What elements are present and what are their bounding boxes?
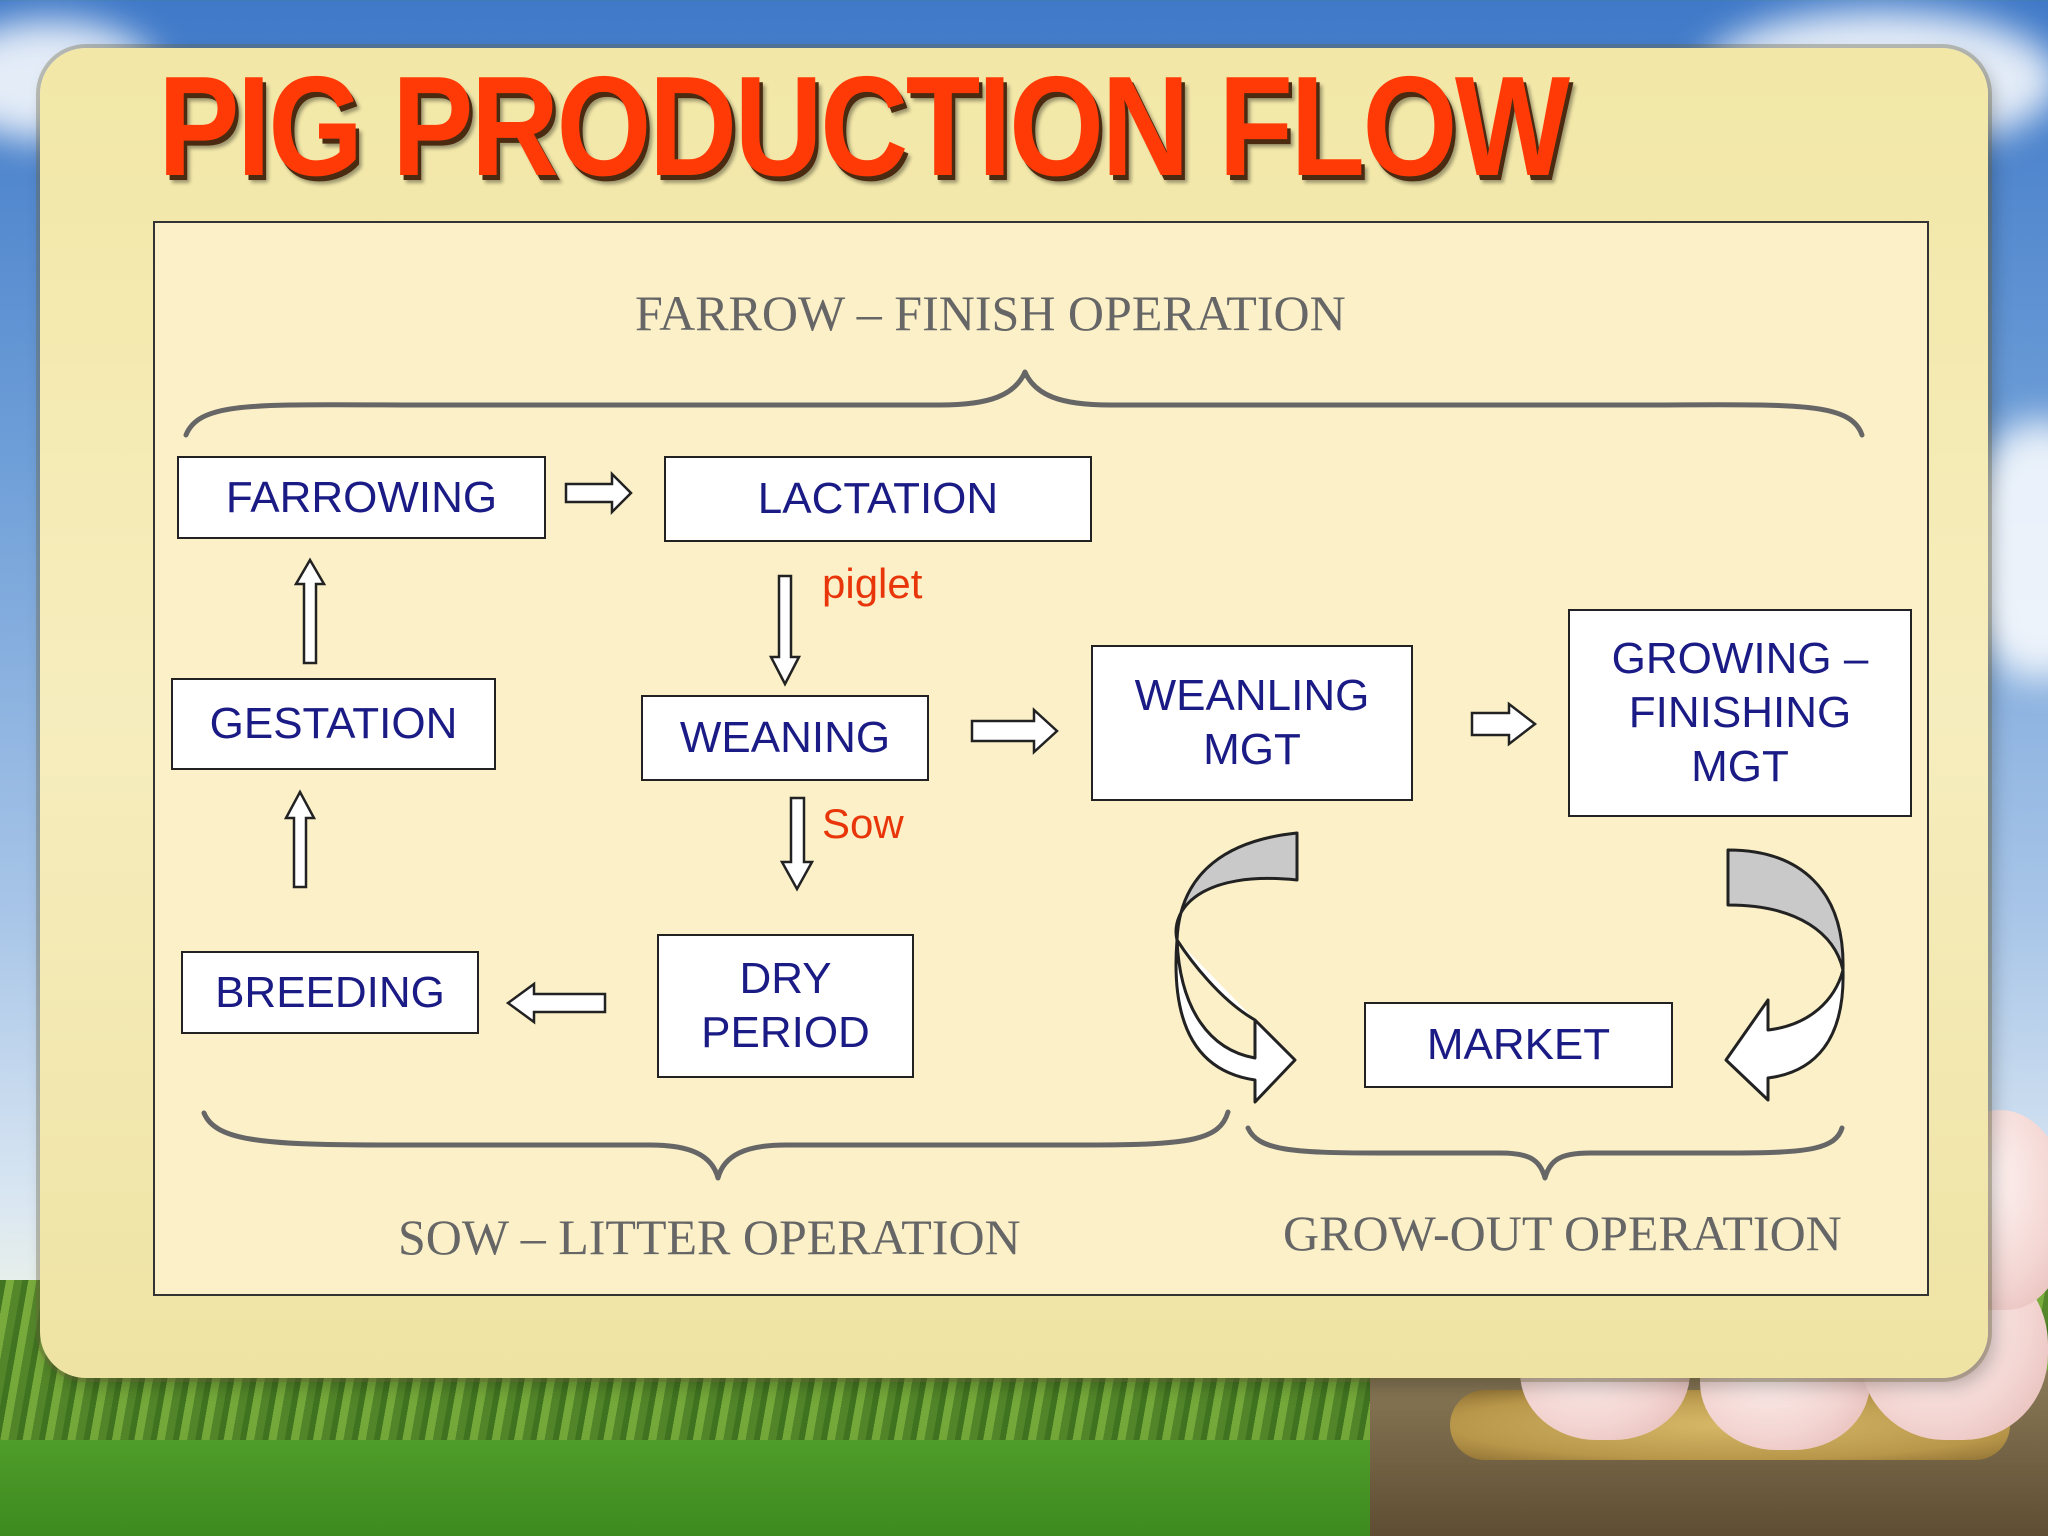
curved-arrow-growing-to-market-back: [1726, 848, 1845, 972]
arrow-dry-to-breeding: [505, 981, 607, 1025]
stage-growing-finishing-mgt: GROWING – FINISHING MGT: [1568, 609, 1912, 817]
curved-arrow-weanling-to-market: [1174, 938, 1297, 1104]
arrow-gestation-to-farrowing: [293, 557, 327, 665]
edge-label-piglet: piglet: [822, 560, 923, 607]
curved-arrow-weanling-to-market-back: [1174, 831, 1299, 942]
brace-farrow-finish: [183, 369, 1865, 438]
lawn-background: [0, 1440, 1400, 1536]
stage-breeding: BREEDING: [181, 951, 479, 1034]
arrow-farrowing-to-lactation: [564, 470, 633, 516]
arrow-lactation-to-weaning: [768, 574, 802, 687]
stage-market: MARKET: [1364, 1002, 1673, 1088]
arrow-breeding-to-gestation: [283, 789, 317, 889]
stage-dry-period: DRY PERIOD: [657, 934, 914, 1078]
brace-sow-litter: [201, 1109, 1231, 1181]
arrow-weaning-to-dry: [779, 796, 815, 892]
group-label-sow-litter: SOW – LITTER OPERATION: [398, 1209, 1021, 1265]
group-label-grow-out: GROW-OUT OPERATION: [1283, 1205, 1842, 1261]
arrow-weaning-to-weanling: [970, 707, 1059, 755]
stage-weanling-mgt: WEANLING MGT: [1091, 645, 1413, 801]
group-label-farrow-finish: FARROW – FINISH OPERATION: [635, 285, 1346, 341]
edge-label-sow: Sow: [822, 800, 904, 847]
stage-farrowing: FARROWING: [177, 456, 546, 539]
stage-gestation: GESTATION: [171, 678, 496, 770]
arrow-weanling-to-growing: [1470, 701, 1538, 747]
brace-grow-out: [1245, 1125, 1845, 1181]
stage-weaning: WEANING: [641, 695, 929, 781]
curved-arrow-growing-to-market: [1724, 968, 1845, 1102]
stage-lactation: LACTATION: [664, 456, 1092, 542]
